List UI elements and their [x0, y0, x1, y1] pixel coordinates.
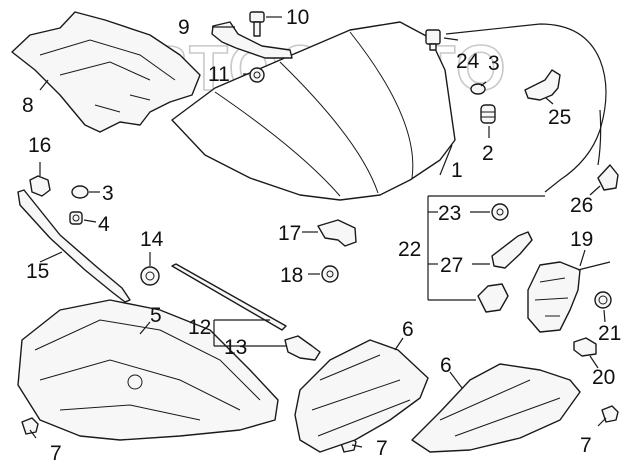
part-6-shield-right — [411, 363, 581, 453]
hood-release-cable — [445, 23, 607, 193]
part-8-undercover — [11, 11, 201, 133]
callout-6-center: 6 — [402, 318, 414, 341]
callout-4: 4 — [98, 213, 110, 236]
callout-3-left: 3 — [102, 182, 114, 205]
callout-1: 1 — [451, 159, 463, 182]
callout-20: 20 — [592, 366, 615, 389]
callout-7-left: 7 — [50, 442, 62, 465]
callout-5: 5 — [150, 304, 162, 327]
callout-24: 24 — [456, 50, 480, 73]
part-13-rod-holder — [284, 335, 321, 361]
callout-16: 16 — [28, 134, 51, 157]
part-9-hinge-bracket — [211, 21, 293, 59]
callout-12: 12 — [188, 316, 211, 339]
callout-13: 13 — [224, 336, 247, 359]
part-15-seal — [17, 189, 131, 303]
part-3-grommet-top — [470, 83, 486, 95]
callout-labels: 1 2 3 3 4 5 6 6 7 7 7 8 9 10 11 12 13 14… — [22, 6, 621, 465]
callout-10: 10 — [286, 6, 309, 29]
part-26-cable-clip — [597, 164, 619, 191]
part-27-bracket — [491, 231, 533, 269]
part-12-prop-rod — [171, 263, 287, 331]
callout-18: 18 — [280, 264, 303, 287]
part-11-nut — [249, 67, 265, 83]
part-2-bumper — [480, 104, 496, 124]
callout-8: 8 — [22, 94, 34, 117]
callout-25: 25 — [548, 106, 571, 129]
part-5-hood-insulator — [17, 299, 279, 441]
part-19-latch — [527, 261, 611, 333]
callout-14: 14 — [140, 228, 164, 251]
part-16-clip — [29, 175, 51, 197]
callout-6-right: 6 — [440, 354, 452, 377]
callout-27: 27 — [440, 254, 463, 277]
part-1-hood — [171, 21, 456, 201]
part-22-bracket — [477, 283, 509, 313]
callout-17: 17 — [278, 222, 301, 245]
part-17-striker — [317, 219, 357, 247]
part-20-bumper — [573, 337, 597, 357]
part-23-nut — [491, 203, 509, 221]
callout-7-center: 7 — [376, 437, 388, 460]
callout-7-right: 7 — [580, 434, 592, 457]
part-3-grommet-left — [71, 185, 89, 199]
part-18-nut — [321, 265, 339, 283]
callout-15: 15 — [26, 260, 49, 283]
callout-26: 26 — [570, 194, 593, 217]
callout-21: 21 — [598, 322, 621, 345]
callout-23: 23 — [438, 202, 461, 225]
part-21-bushing — [594, 291, 612, 309]
callout-3-top: 3 — [488, 52, 500, 75]
part-25-clip — [524, 69, 561, 101]
part-6-shield-center — [294, 339, 429, 453]
callout-9: 9 — [178, 16, 190, 39]
callout-11: 11 — [208, 63, 230, 86]
hood-release-cable-lower — [597, 109, 602, 166]
callout-19: 19 — [570, 228, 593, 251]
part-7-clip-left — [21, 417, 39, 435]
callout-2: 2 — [482, 142, 494, 165]
leader-lines — [29, 16, 607, 448]
part-4-clip — [69, 211, 83, 225]
callout-22: 22 — [398, 238, 421, 261]
part-24-bolt — [425, 29, 441, 51]
part-14-grommet — [140, 266, 160, 286]
part-10-bolt — [249, 11, 265, 37]
